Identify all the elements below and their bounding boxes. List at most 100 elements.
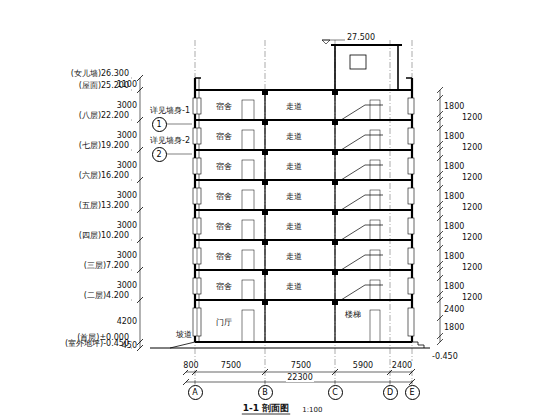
window-section: [193, 278, 201, 294]
note-text: 2400: [391, 361, 413, 370]
axis-line: [390, 380, 391, 385]
axis-line: [195, 380, 196, 385]
window-section: [193, 218, 201, 234]
room-label: 宿舍: [216, 222, 232, 231]
window-section: [408, 278, 414, 294]
door-elevation: [242, 130, 254, 150]
parapet: [406, 77, 412, 79]
axis-bubble: C: [328, 385, 343, 400]
interior-wall: [334, 210, 335, 240]
level-leader: [131, 180, 132, 181]
dimension-tick: [137, 117, 143, 123]
interior-wall: [264, 90, 265, 120]
door-elevation: [370, 100, 380, 120]
leader-line: [166, 124, 192, 125]
level-label: (七层)19.200: [79, 141, 129, 150]
dimension-tick: [437, 237, 443, 243]
window-section: [408, 188, 414, 204]
dimension-tick: [437, 297, 443, 303]
window-section: [408, 98, 414, 114]
window-section: [197, 308, 198, 336]
note-text: 22300: [286, 373, 313, 382]
dimension-text: 1200: [462, 233, 482, 242]
window-section: [197, 98, 198, 114]
dimension-text: 1800: [444, 252, 464, 261]
window-section: [197, 218, 198, 234]
level-label: (二层)4.200: [84, 291, 129, 300]
door-elevation: [242, 250, 254, 270]
dimension-tick: [437, 333, 443, 339]
dimension-tick: [437, 275, 443, 281]
window-section: [408, 308, 414, 336]
dimension-text: 1200: [462, 143, 482, 152]
dimension-tick: [332, 369, 338, 375]
detail-callout: 2: [152, 147, 167, 162]
window-section: [408, 158, 414, 174]
window-section: [408, 128, 414, 144]
bubble-text: E: [409, 388, 414, 397]
elevation-text: 27.500: [347, 33, 375, 42]
door-elevation: [242, 190, 254, 210]
door-elevation: [242, 310, 254, 342]
stair-tower-wall: [334, 45, 336, 90]
door-elevation: [242, 280, 254, 300]
dimension-tick: [437, 117, 443, 123]
room-label: 宿舍: [216, 252, 232, 261]
room-label: 走道: [286, 252, 302, 261]
level-label: (五层)13.200: [79, 201, 129, 210]
room-label: 走道: [286, 132, 302, 141]
axis-line: [265, 380, 266, 385]
axis-line: [412, 380, 413, 385]
axis-bubble: A: [188, 385, 203, 400]
stair-flight: [341, 255, 383, 270]
dimension-text: 1800: [444, 192, 464, 201]
leader-line: [166, 154, 192, 155]
door-elevation: [370, 250, 380, 270]
dimension-tick: [137, 339, 143, 345]
door-elevation: [242, 220, 254, 240]
dimension-tick: [437, 185, 443, 191]
scale-text: 1:100: [302, 406, 322, 415]
window-section: [197, 128, 198, 144]
door-elevation: [242, 100, 254, 120]
dimension-tick: [137, 345, 143, 351]
drawing-title: 1-1 剖面图: [242, 404, 290, 413]
interior-wall: [334, 180, 335, 210]
axis-bubble: B: [258, 385, 273, 400]
window-section: [193, 128, 201, 144]
door-elevation: [370, 190, 380, 210]
dimension-text: 3000: [117, 221, 137, 230]
interior-wall: [264, 210, 265, 240]
room-label: 走道: [286, 162, 302, 171]
window-section: [193, 158, 201, 174]
dimension-tick: [262, 369, 268, 375]
dimension-tick: [437, 171, 443, 177]
level-leader: [131, 90, 132, 91]
outdoor-ground: [150, 348, 430, 349]
stair-flight: [341, 195, 383, 210]
interior-wall: [334, 270, 335, 300]
window-section: [193, 98, 201, 114]
dimension-tick: [137, 147, 143, 153]
note-text: 7500: [220, 361, 242, 370]
interior-wall: [334, 240, 335, 270]
room-label: 走道: [286, 222, 302, 231]
ramp: [170, 342, 195, 348]
dimension-text: 450: [122, 341, 137, 350]
door-elevation: [370, 280, 380, 300]
dimension-tick: [437, 147, 443, 153]
stair-flight: [341, 135, 383, 150]
level-label: (女儿墙)26.300: [71, 69, 129, 78]
bubble-text: C: [332, 388, 338, 397]
dimension-text: 1800: [444, 102, 464, 111]
stair-flight: [341, 165, 383, 180]
dimension-text: 1800: [444, 323, 464, 332]
interior-wall: [334, 300, 335, 342]
note-text: 5900: [352, 361, 374, 370]
dimension-tick: [437, 215, 443, 221]
parapet: [195, 77, 201, 79]
callout-note: 详见墙身-1: [150, 106, 190, 115]
dimension-tick: [437, 95, 443, 101]
callout-note: 楼梯: [345, 310, 361, 319]
dimension-tick: [137, 297, 143, 303]
